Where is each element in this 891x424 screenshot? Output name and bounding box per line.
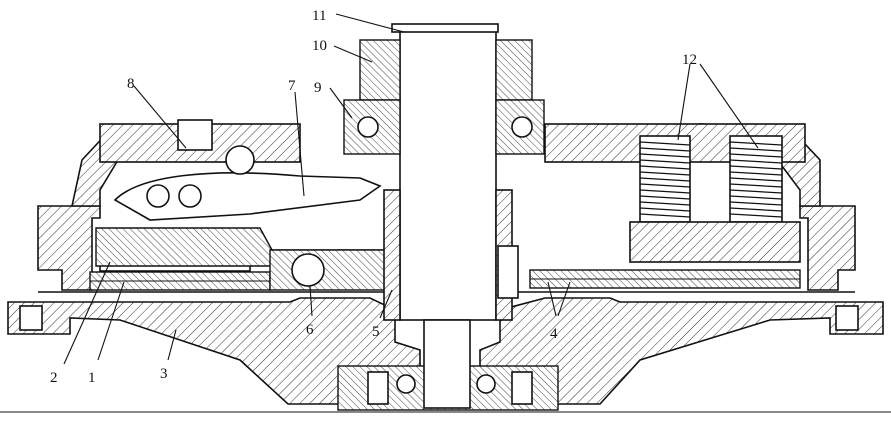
spring-coil xyxy=(639,207,691,212)
label-3: 3 xyxy=(160,366,168,382)
bearing-6 xyxy=(269,249,391,291)
label-1: 1 xyxy=(88,370,96,386)
label-5: 5 xyxy=(372,324,380,340)
spring-coil xyxy=(729,207,783,212)
springs-12 xyxy=(629,135,801,263)
top-bearing-housing xyxy=(343,23,545,155)
label-11: 11 xyxy=(312,8,326,24)
label-8: 8 xyxy=(127,76,135,92)
part-labels: 11 10 9 8 7 12 6 5 4 2 1 3 xyxy=(50,8,697,386)
spring-coil xyxy=(729,195,783,200)
spring-coil xyxy=(639,171,691,176)
spring-coil xyxy=(639,153,691,158)
spring-coil xyxy=(729,183,783,188)
spring-coil xyxy=(729,213,783,218)
spring-coil xyxy=(729,177,783,182)
spring-coil xyxy=(639,159,691,164)
spring-coil xyxy=(729,141,783,146)
spring-coil xyxy=(729,189,783,194)
spring-coil xyxy=(639,141,691,146)
label-12: 12 xyxy=(682,52,697,68)
spring-coil xyxy=(729,201,783,206)
label-2: 2 xyxy=(50,370,58,386)
spring-coil xyxy=(639,201,691,206)
spring-coil xyxy=(639,189,691,194)
spring-coil xyxy=(729,147,783,152)
spring-coil xyxy=(639,147,691,152)
spring-coil xyxy=(639,183,691,188)
spring-coil xyxy=(729,171,783,176)
spring-coil xyxy=(729,165,783,170)
label-6: 6 xyxy=(306,322,314,338)
spring-coil xyxy=(639,195,691,200)
spring-coil xyxy=(639,213,691,218)
central-shaft xyxy=(383,29,519,409)
label-10: 10 xyxy=(312,38,327,54)
label-9: 9 xyxy=(314,80,322,96)
spring-coil xyxy=(729,159,783,164)
label-7: 7 xyxy=(288,78,296,94)
spring-coil xyxy=(639,177,691,182)
spring-coil xyxy=(639,165,691,170)
spring-coil xyxy=(729,153,783,158)
label-4: 4 xyxy=(550,326,558,342)
leader-lines xyxy=(63,13,759,365)
